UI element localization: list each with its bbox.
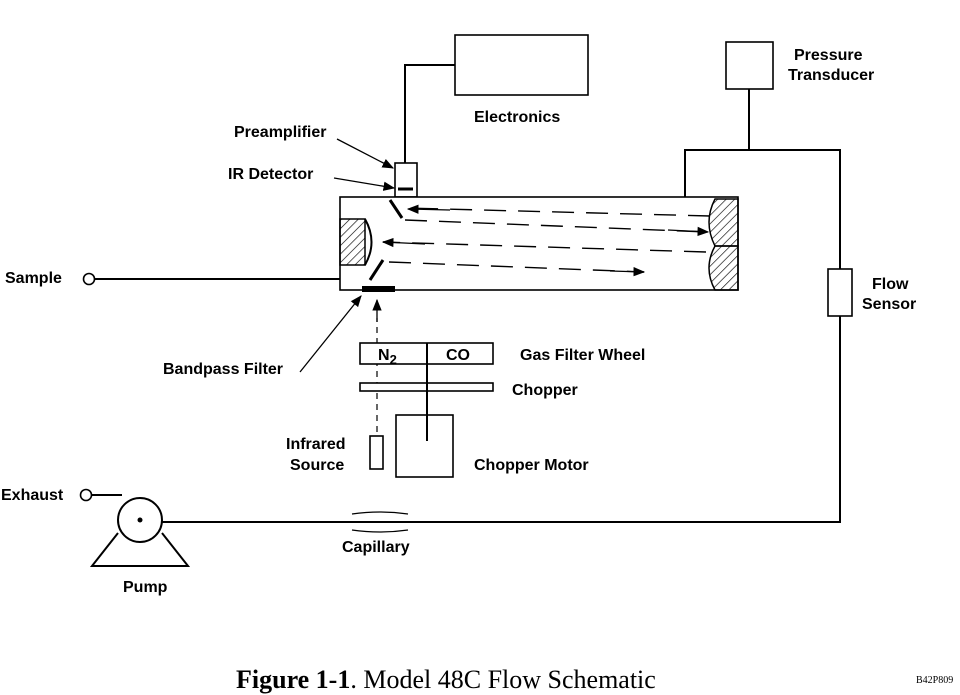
flow-sensor-label-2: Sensor — [862, 296, 916, 313]
bandpass-filter-arrow — [299, 295, 362, 373]
flow-line-upper — [684, 149, 841, 269]
infrared-source-label-1: Infrared — [286, 436, 346, 453]
gas-filter-wheel-label: Gas Filter Wheel — [520, 347, 645, 364]
lower-fold-mirror — [368, 259, 385, 281]
pump-label: Pump — [123, 579, 168, 596]
flow-sensor-box — [827, 268, 853, 317]
ir-detector-label: IR Detector — [228, 166, 313, 183]
left-mirror-block — [339, 218, 366, 266]
infrared-source-label-2: Source — [290, 457, 344, 474]
figure-caption: Figure 1-1. Model 48C Flow Schematic — [236, 665, 656, 694]
bandpass-filter — [362, 286, 395, 292]
bandpass-filter-label: Bandpass Filter — [163, 361, 283, 378]
ir-detector-arrow — [333, 177, 396, 191]
pump-hub — [137, 517, 143, 523]
capillary-lower — [351, 529, 409, 533]
ir-detector-box — [394, 162, 418, 198]
chopper-motor — [395, 414, 454, 478]
flow-sensor-label-1: Flow — [872, 276, 909, 293]
capillary-label: Capillary — [342, 539, 410, 556]
co-label: CO — [446, 347, 470, 364]
beam-path-4 — [388, 261, 645, 273]
right-mirror-top — [708, 198, 739, 247]
pressure-transducer-label-2: Transducer — [788, 67, 874, 84]
beam-arrow-4 — [609, 267, 646, 277]
electronics-wire — [404, 64, 455, 163]
preamplifier-label: Preamplifier — [234, 124, 326, 141]
pump-base — [89, 532, 191, 567]
pressure-transducer-label-1: Pressure — [794, 47, 863, 64]
sample-label: Sample — [5, 270, 62, 287]
right-mirror-bottom — [708, 245, 739, 291]
figure-code: B42P809 — [916, 675, 953, 686]
capillary-upper — [351, 511, 409, 515]
exhaust-label: Exhaust — [1, 487, 64, 504]
beam-arrow-3 — [381, 237, 426, 248]
n2-label: N2 — [378, 347, 397, 367]
infrared-source — [369, 435, 384, 470]
flow-line-lower — [140, 316, 841, 523]
exhaust-port — [79, 488, 93, 502]
beam-path-2 — [404, 219, 709, 233]
left-mirror-curve — [364, 218, 373, 266]
sample-port — [82, 272, 96, 286]
electronics-box — [454, 34, 589, 96]
beam-arrow-2 — [667, 226, 710, 237]
electronics-label: Electronics — [474, 109, 560, 126]
beam-arrow-1 — [406, 204, 451, 214]
chopper-motor-label: Chopper Motor — [474, 457, 589, 474]
beam-path-3 — [382, 241, 707, 253]
beam-path-1 — [404, 207, 711, 217]
upper-fold-mirror — [388, 199, 404, 219]
pressure-transducer-box — [725, 41, 774, 90]
preamplifier-arrow — [336, 138, 395, 169]
chopper-label: Chopper — [512, 382, 578, 399]
